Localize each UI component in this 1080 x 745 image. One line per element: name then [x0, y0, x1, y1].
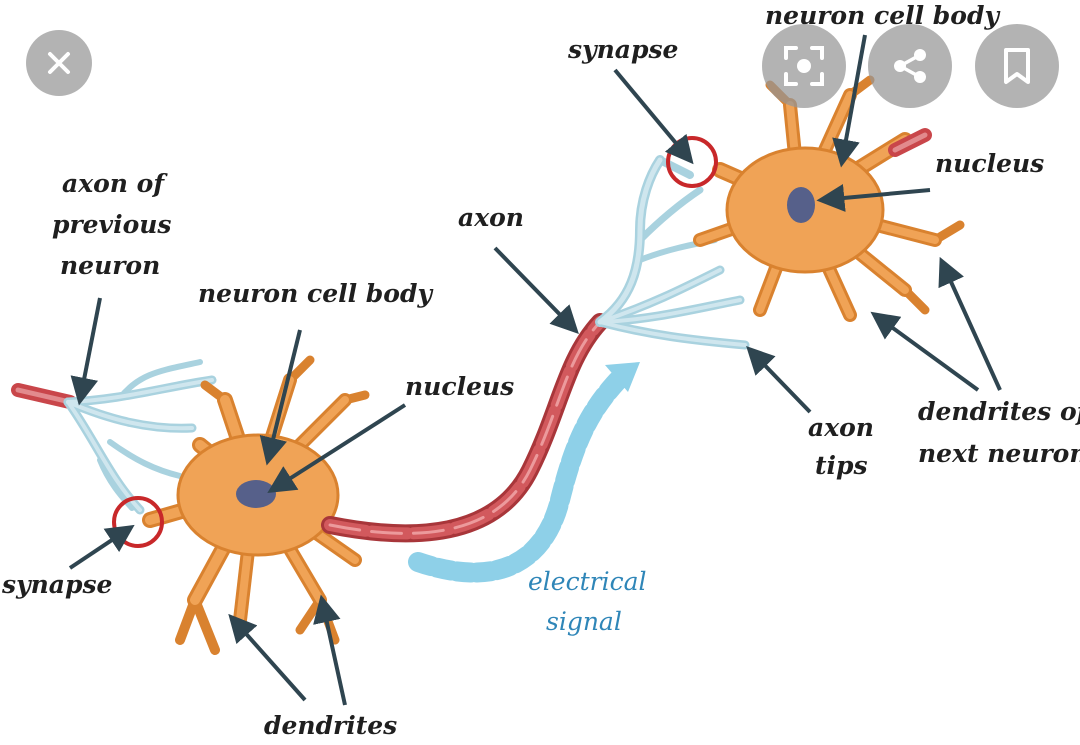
label-neuron-cell-body-left: neuron cell body: [198, 279, 433, 308]
synapse-circle-left: [112, 496, 164, 548]
pointer-arrows: [68, 34, 1002, 706]
label-axon-of-previous-neuron: axon of previous neuron: [52, 169, 180, 280]
next-axon: [888, 128, 932, 157]
lens-icon: [784, 46, 824, 86]
share-button[interactable]: [868, 24, 952, 108]
label-synapse-right: synapse: [567, 35, 678, 64]
myelinated-axon: [321, 313, 609, 543]
close-icon: [48, 52, 70, 74]
label-nucleus-left: nucleus: [405, 372, 514, 401]
bookmark-button[interactable]: [975, 24, 1059, 108]
axon-terminal-branches-right: [595, 155, 750, 350]
label-dendrites: dendrites: [264, 711, 397, 740]
label-axon-tips: axon tips: [808, 413, 883, 480]
label-synapse-left: synapse: [1, 570, 112, 599]
previous-axon: [11, 383, 77, 409]
lens-button[interactable]: [762, 24, 846, 108]
label-nucleus-right: nucleus: [935, 149, 1044, 178]
bookmark-icon: [1004, 48, 1030, 84]
share-icon: [894, 49, 926, 83]
nucleus-right: [787, 187, 815, 223]
electrical-signal-arrow: [408, 362, 640, 583]
label-axon: axon: [458, 203, 524, 232]
nucleus-left: [236, 480, 276, 508]
label-dendrites-of-next-neuron: dendrites of next neuron: [918, 397, 1080, 468]
label-electrical-signal: electrical signal: [528, 567, 654, 636]
close-button[interactable]: [26, 30, 92, 96]
